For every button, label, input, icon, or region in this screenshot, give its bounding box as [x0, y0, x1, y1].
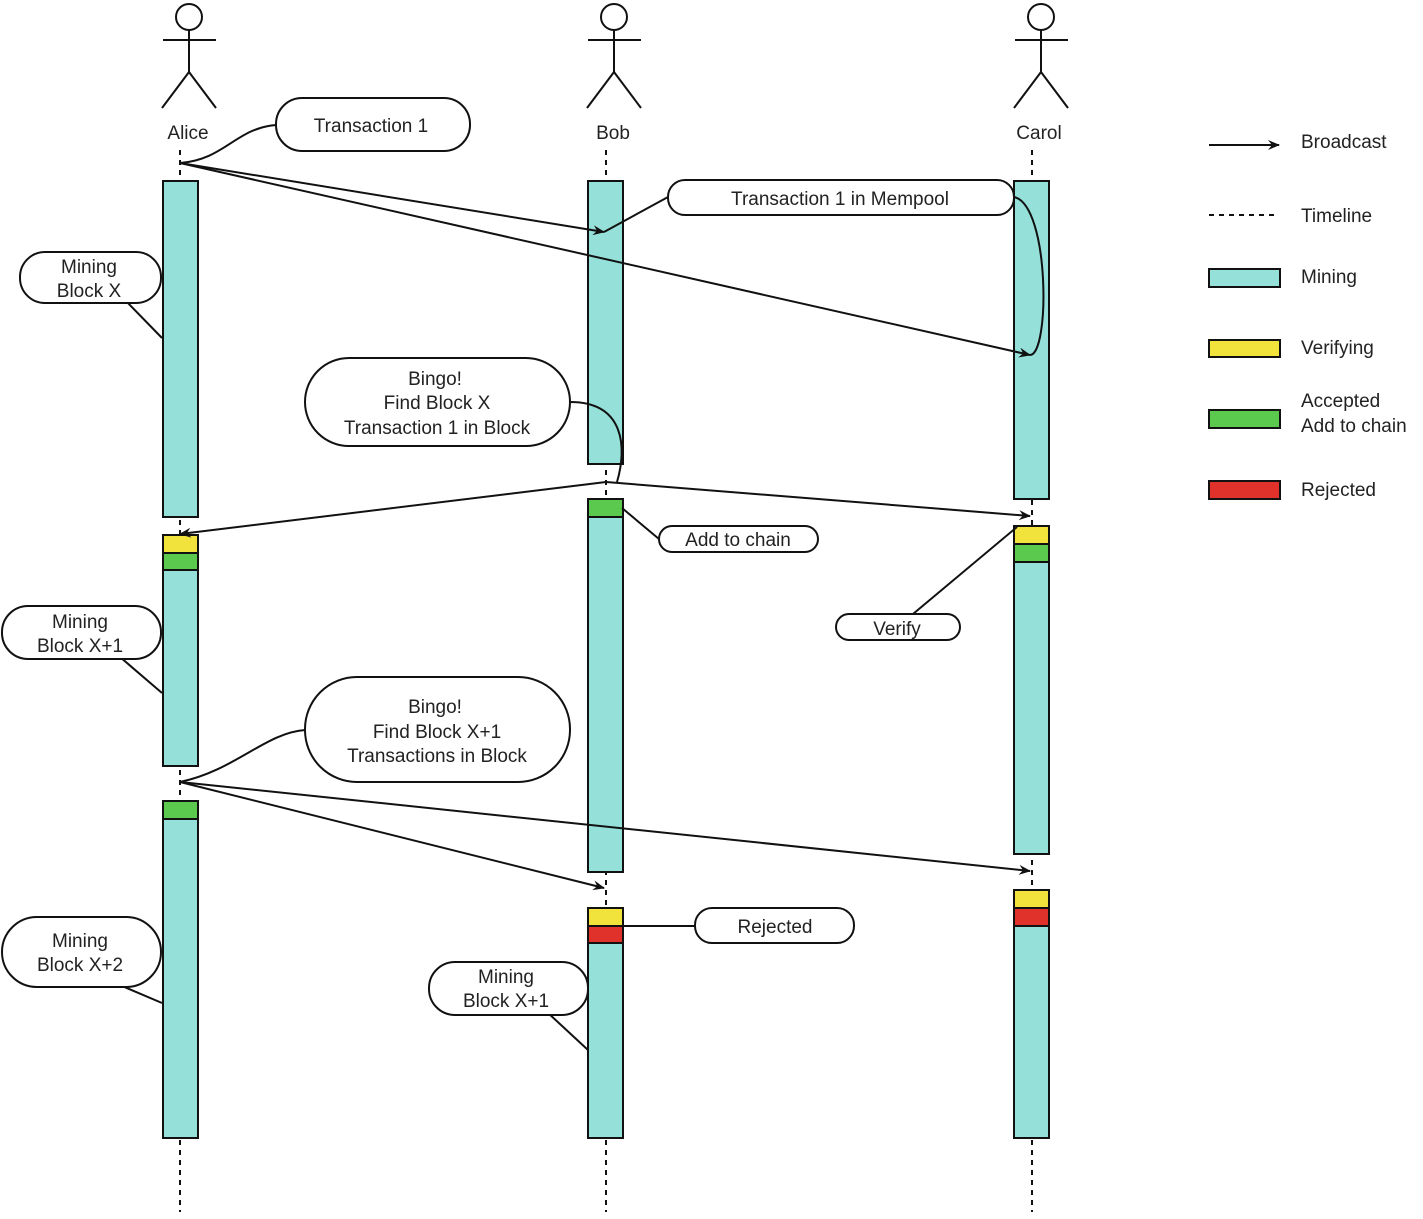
legend-label: Mining [1301, 267, 1357, 288]
note-text: Find Block X+1 [373, 722, 501, 743]
legend-accepted: Accepted Add to chain [1208, 391, 1407, 437]
broadcast-arrow-blockx1-to-carol [179, 781, 1031, 875]
note-alice-mining-block-x2: Mining Block X+2 [1, 916, 162, 988]
note-alice-mining-block-x1: Mining Block X+1 [1, 605, 162, 660]
alice-mining-bar [162, 180, 199, 518]
note-bob-mining-block-x1: Mining Block X+1 [428, 961, 589, 1016]
note-text: Mining [52, 931, 108, 952]
alice-accepted-bar [162, 800, 199, 820]
note-text: Mining [61, 257, 117, 278]
connector-alice-mining-x2 [121, 985, 163, 1004]
note-text: Block X+1 [37, 636, 123, 657]
alice-mining-bar [162, 818, 199, 1139]
legend-label: Add to chain [1301, 416, 1407, 437]
carol-rejected-bar [1013, 907, 1050, 927]
carol-mining-bar [1013, 925, 1050, 1139]
note-alice-mining-block-x: Mining Block X [19, 251, 162, 304]
stick-figure-icon [586, 3, 642, 109]
legend: Broadcast Timeline Mining Verifying Acce… [1208, 132, 1407, 501]
stick-figure-icon [1013, 3, 1069, 109]
note-text: Transaction 1 [314, 116, 428, 137]
note-text: Mining [478, 967, 534, 988]
broadcast-arrows [179, 162, 1031, 891]
note-text: Add to chain [685, 530, 791, 551]
broadcast-arrow-blockx1-to-bob [179, 781, 605, 891]
note-transaction-1-in-mempool: Transaction 1 in Mempool [667, 179, 1015, 216]
legend-label: Timeline [1301, 206, 1372, 227]
legend-label: Accepted [1301, 391, 1380, 412]
stick-figure-icon [161, 3, 217, 109]
connector-bob-mining-x1 [546, 1011, 589, 1051]
connector-alice-bingo [179, 729, 306, 783]
note-text: Bingo! [408, 369, 462, 390]
connector-verify [912, 526, 1018, 615]
note-text: Find Block X [384, 393, 491, 414]
actor-label-bob: Bob [596, 123, 630, 144]
note-text: Block X [57, 281, 122, 302]
bob-verifying-bar [587, 907, 624, 927]
legend-label: Broadcast [1301, 132, 1387, 153]
bob-rejected-bar [587, 925, 624, 944]
mining-swatch [1208, 268, 1281, 288]
actor-carol: Carol [1013, 3, 1069, 144]
legend-verifying: Verifying [1208, 338, 1374, 359]
connector-mempool [603, 196, 669, 233]
broadcast-arrow-blockx-to-alice [179, 481, 607, 538]
actor-bob: Bob [586, 3, 642, 144]
carol-mining-bar [1013, 561, 1050, 855]
alice-verifying-bar [162, 534, 199, 554]
note-transaction-1: Transaction 1 [275, 97, 471, 152]
bob-mining-bar [587, 516, 624, 873]
verifying-swatch [1208, 339, 1281, 358]
alice-mining-bar [162, 569, 199, 767]
broadcast-arrow-tx1-to-bob [179, 162, 605, 236]
carol-bars [1013, 180, 1050, 1139]
legend-timeline: Timeline [1209, 206, 1372, 227]
legend-label: Verifying [1301, 338, 1374, 359]
note-bob-bingo-block-x: Bingo! Find Block X Transaction 1 in Blo… [304, 357, 571, 447]
actor-label-carol: Carol [1016, 123, 1061, 144]
connector-mempool-carol [1013, 196, 1045, 356]
rejected-swatch [1208, 480, 1281, 500]
legend-rejected: Rejected [1208, 480, 1376, 501]
actor-label-alice: Alice [167, 123, 208, 144]
alice-bars [162, 180, 199, 1139]
connector-alice-mining-x [124, 299, 163, 339]
bob-accepted-bar [587, 498, 624, 518]
carol-verifying-bar [1013, 525, 1050, 545]
broadcast-arrow-tx1-to-carol [179, 162, 1031, 358]
accepted-swatch [1208, 409, 1281, 429]
note-text: Block X+2 [37, 955, 123, 976]
carol-mining-bar [1013, 180, 1050, 500]
connector-transaction1 [179, 124, 277, 164]
connector-alice-mining-x1 [119, 656, 163, 694]
legend-label: Rejected [1301, 480, 1376, 501]
carol-accepted-bar [1013, 543, 1050, 563]
note-text: Transaction 1 in Mempool [731, 189, 949, 210]
bob-mining-bar [587, 942, 624, 1139]
note-text: Bingo! [408, 697, 462, 718]
note-text: Verify [873, 619, 921, 640]
note-add-to-chain: Add to chain [658, 525, 819, 553]
note-alice-bingo-block-x1: Bingo! Find Block X+1 Transactions in Bl… [304, 676, 571, 783]
note-text: Mining [52, 612, 108, 633]
note-text: Transaction 1 in Block [344, 418, 531, 439]
legend-mining: Mining [1208, 267, 1357, 288]
legend-broadcast: Broadcast [1209, 132, 1387, 153]
note-text: Rejected [738, 917, 813, 938]
bob-mining-bar [587, 180, 624, 465]
carol-verifying-bar [1013, 889, 1050, 909]
connector-bob-bingo [569, 401, 623, 483]
broadcast-arrow-blockx-to-carol [605, 481, 1031, 521]
note-rejected: Rejected [694, 907, 855, 944]
connector-add-to-chain [621, 507, 660, 540]
callout-connectors [119, 124, 1045, 1051]
note-text: Block X+1 [463, 991, 549, 1012]
alice-accepted-bar [162, 552, 199, 571]
note-text: Transactions in Block [347, 746, 527, 767]
bob-bars [587, 180, 624, 1139]
actor-alice: Alice [161, 3, 217, 144]
note-verify: Verify [835, 613, 961, 641]
